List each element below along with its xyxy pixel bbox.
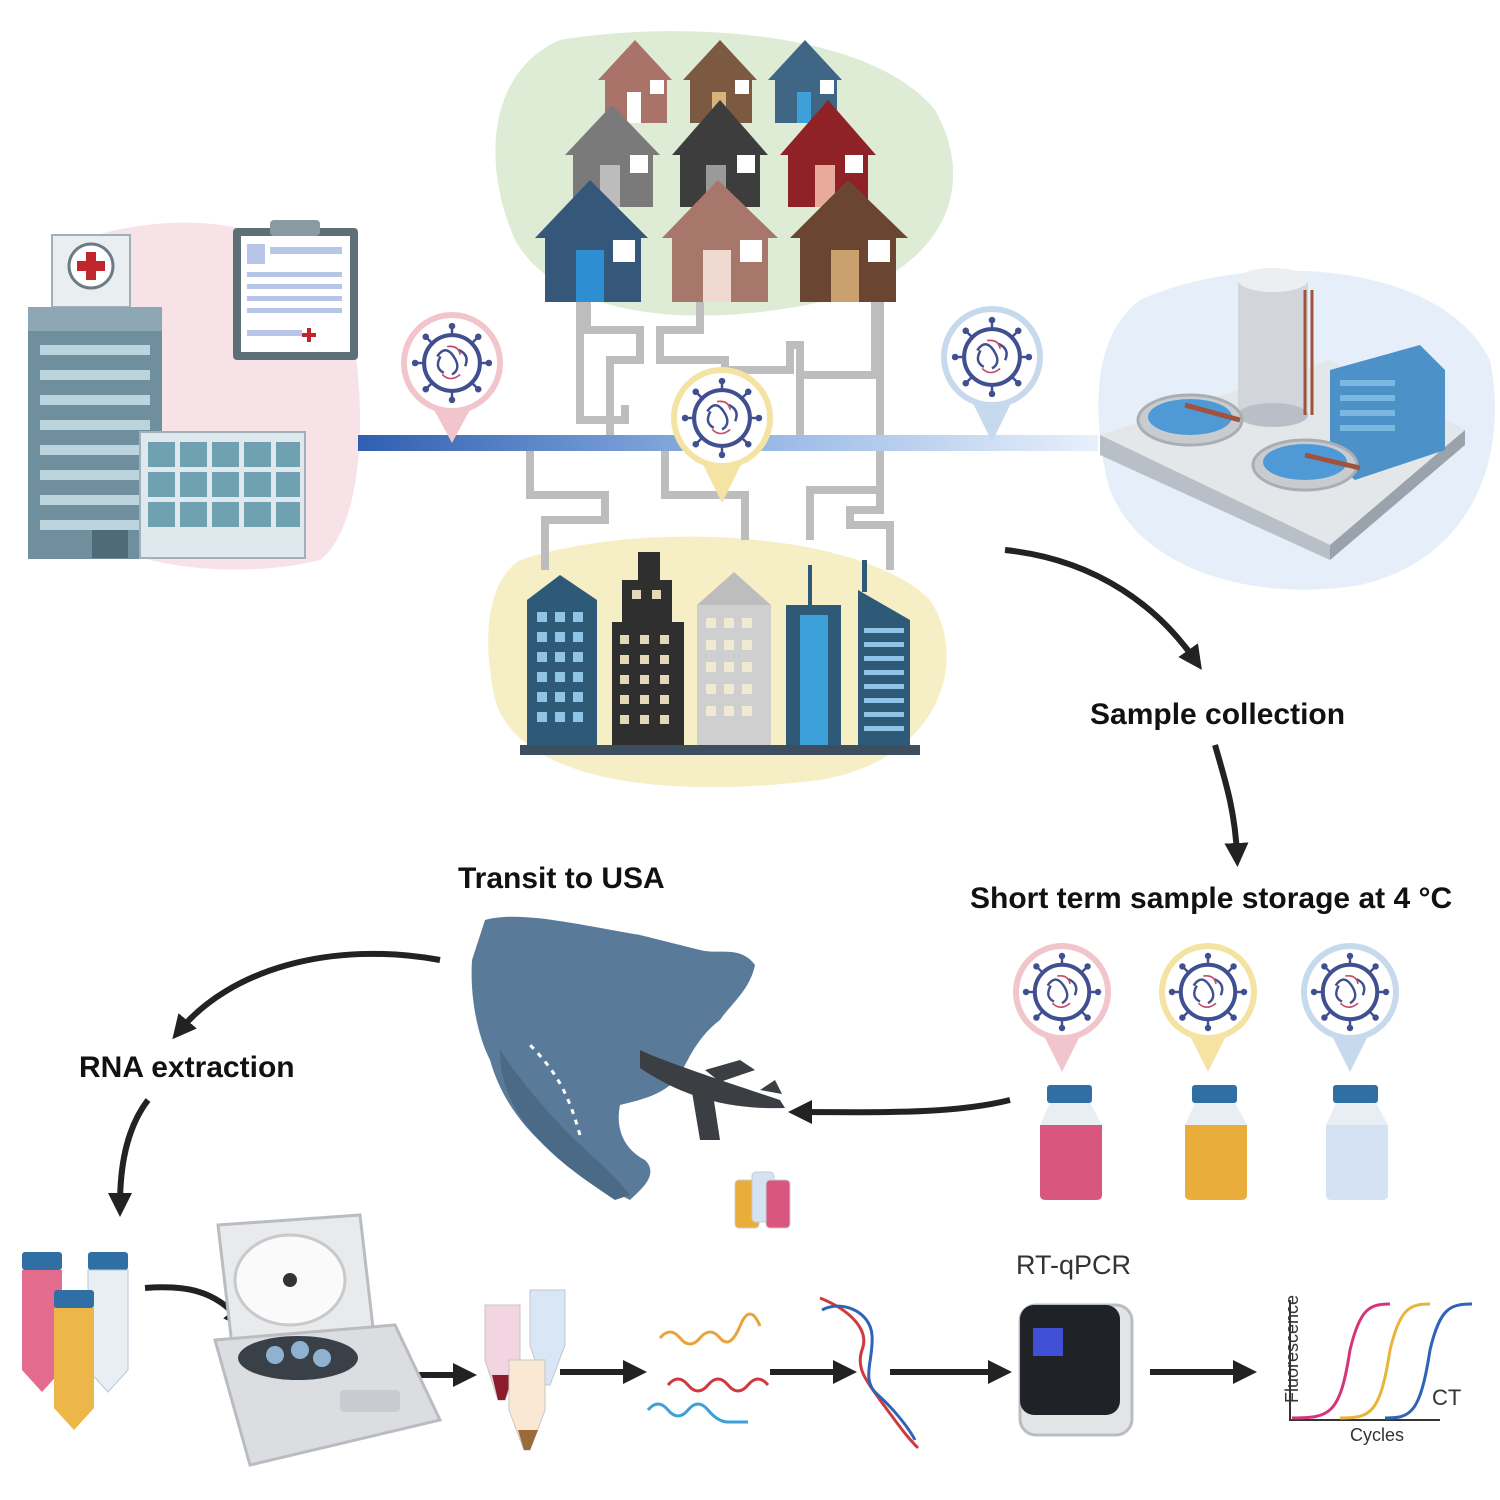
label-fluorescence: Fluorescence xyxy=(1282,1294,1303,1404)
shipping-bottles xyxy=(734,1171,791,1229)
curve-blue xyxy=(1384,1302,1473,1420)
falcon-tubes xyxy=(22,1252,129,1430)
house xyxy=(768,40,842,123)
label-rna-extraction: RNA extraction xyxy=(79,1051,295,1084)
arrow-to-storage xyxy=(1212,744,1249,867)
house xyxy=(662,180,778,302)
storage-pin-yellow xyxy=(1159,943,1257,1072)
virus-pin-hospital xyxy=(401,312,503,443)
arrow-to-plane xyxy=(788,1097,1011,1125)
city-pipes xyxy=(526,451,894,570)
curve-yellow xyxy=(1339,1302,1431,1420)
virus-pin-city xyxy=(671,367,773,503)
city-skyline xyxy=(520,552,920,755)
cdna-helix xyxy=(819,1296,920,1450)
label-cycles: Cycles xyxy=(1350,1425,1405,1445)
rna-strands xyxy=(646,1312,770,1424)
arrow-to-rna-extraction xyxy=(172,950,441,1040)
house xyxy=(790,180,908,302)
sample-bottle-yellow xyxy=(1185,1085,1247,1200)
label-transit: Transit to USA xyxy=(458,862,665,895)
house-pipes xyxy=(576,300,884,435)
flow-arrows xyxy=(108,547,1257,1387)
north-america-map xyxy=(471,916,755,1200)
house xyxy=(535,180,648,302)
arrow-to-tubes xyxy=(108,1098,151,1217)
curve-pink xyxy=(1291,1302,1391,1420)
amplification-plot xyxy=(1289,1300,1473,1421)
arrow-to-sample-collection xyxy=(1004,547,1202,670)
label-rt-qpcr: RT-qPCR xyxy=(1016,1250,1132,1280)
transit-route xyxy=(528,1043,582,1136)
treatment-plant-icon xyxy=(1100,268,1465,560)
sample-bottle-pink xyxy=(1040,1085,1102,1200)
label-sample-collection: Sample collection xyxy=(1090,698,1346,731)
clipboard-icon xyxy=(233,220,358,360)
storage-pin-pink xyxy=(1013,943,1111,1072)
label-short-term-storage: Short term sample storage at 4 °C xyxy=(970,882,1453,915)
house xyxy=(598,40,672,123)
houses-cluster xyxy=(535,40,908,302)
virus-pin-plant xyxy=(941,306,1043,442)
hospital-icon xyxy=(28,234,306,559)
eppendorf-tubes xyxy=(484,1289,566,1451)
plot-axes xyxy=(1289,1300,1440,1421)
sample-bottle-blue xyxy=(1326,1085,1388,1200)
label-ct: CT xyxy=(1432,1385,1462,1410)
storage-pin-blue xyxy=(1301,943,1399,1072)
mexico-map xyxy=(500,1050,630,1200)
centrifuge-icon xyxy=(213,1213,443,1467)
airplane-icon xyxy=(640,1050,785,1140)
qpcr-instrument-icon xyxy=(1018,1303,1134,1437)
